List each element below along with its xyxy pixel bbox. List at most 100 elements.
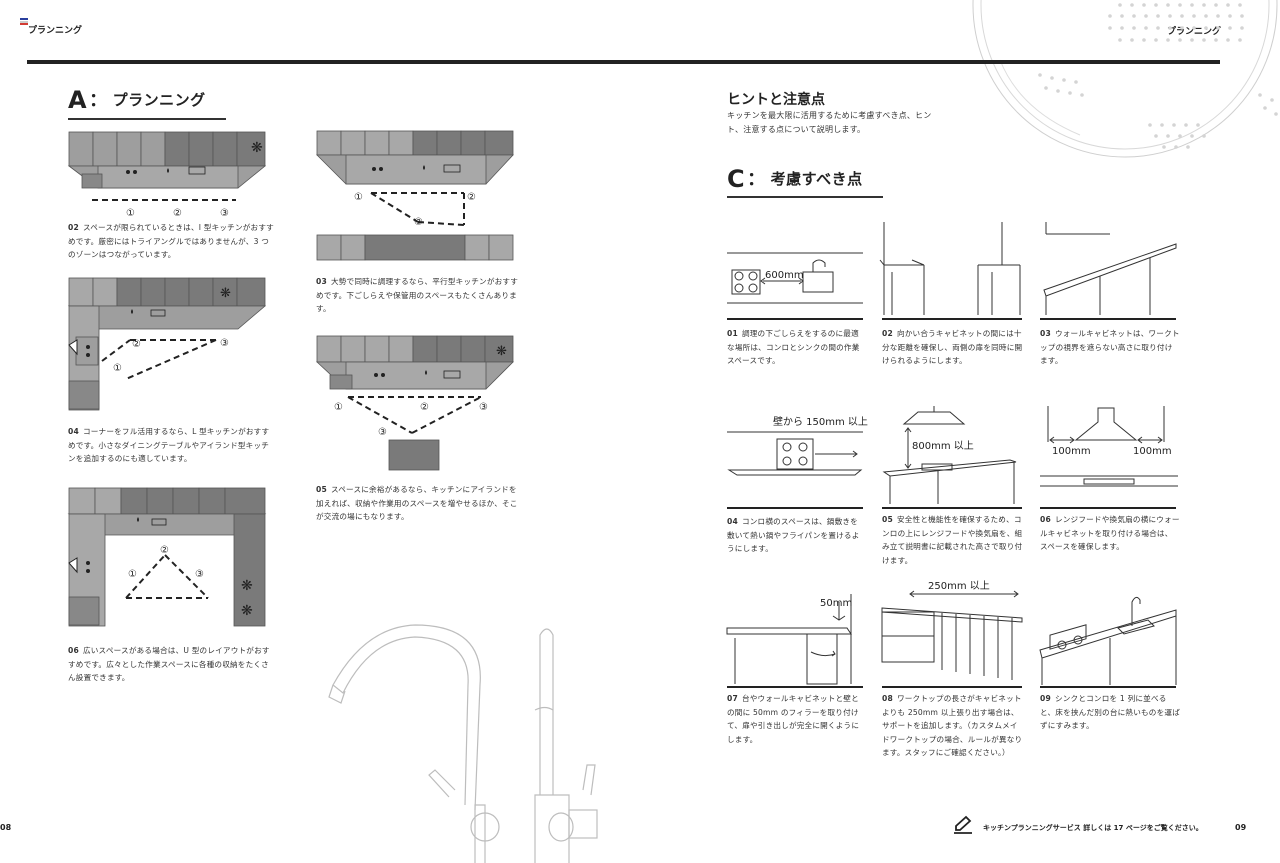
zone-mark-2: ②	[173, 208, 182, 219]
tip-05-illustration: 800mm 以上	[882, 406, 1017, 504]
zone-mark-2: ②	[467, 192, 476, 203]
zone-mark-1: ①	[334, 402, 343, 413]
caption-num: 02	[68, 223, 79, 232]
zone-mark-2: ②	[160, 545, 169, 556]
tip-rule	[1040, 318, 1176, 320]
section-title-text: プランニング	[112, 91, 206, 109]
zone-mark-3-island: ③	[378, 427, 387, 438]
tip-rule	[882, 318, 1022, 320]
zone-mark-3: ③	[220, 208, 229, 219]
caption-num: 04	[68, 427, 79, 436]
section-colon: ：	[89, 90, 108, 111]
tip-09-illustration	[1039, 596, 1177, 685]
tip-text: ウォールキャビネットは、ワークトップの視界を遮らない高さに取り付けます。	[1040, 329, 1180, 365]
parallel-kitchen-diagram: ① ② ③	[316, 130, 514, 261]
tip-num: 01	[727, 329, 738, 338]
svg-text:❋: ❋	[241, 578, 253, 594]
section-a-title: A：プランニング	[68, 86, 206, 114]
hint-title: ヒントと注意点	[727, 92, 825, 108]
tip-num: 07	[727, 694, 738, 703]
colander-illustration	[972, 0, 1278, 158]
tip-num: 04	[727, 517, 738, 526]
dim-label-right: 100mm	[1133, 446, 1172, 457]
section-c-underline	[727, 196, 883, 198]
caption-text: スペースに余裕があるなら、キッチンにアイランドを加えれば、収納や作業用のスペース…	[316, 485, 518, 521]
pencil-icon	[954, 815, 972, 834]
tip-rule	[1040, 507, 1176, 509]
l-kitchen-diagram: ❋ ① ② ③	[67, 277, 267, 411]
tip-text: 台やウォールキャビネットと壁との間に 50mm のフィラーを取り付けて、扉や引き…	[727, 694, 860, 744]
i-kitchen-diagram: ❋ ① ② ③	[67, 131, 267, 219]
page-number-left: 08	[0, 823, 12, 832]
service-link[interactable]: キッチンプランニングサービス 詳しくは 17 ページをご覧ください。	[983, 824, 1203, 832]
tip-rule	[727, 318, 863, 320]
caption-text: スペースが限られているときは、I 型キッチンがおすすめです。厳密にはトライアング…	[68, 223, 274, 259]
tip-num: 03	[1040, 329, 1051, 338]
section-letter: A	[68, 86, 88, 114]
tip-text: シンクとコンロを 1 列に並べると、床を挟んだ別の台に熱いものを運ばずにすみます…	[1040, 694, 1180, 730]
zone-mark-3: ③	[220, 338, 229, 349]
zone-mark-1: ①	[113, 363, 122, 374]
zone-mark-1: ①	[128, 569, 137, 580]
tip-rule	[1040, 686, 1176, 688]
caption-num: 06	[68, 646, 79, 655]
caption-num: 03	[316, 277, 327, 286]
svg-text:❋: ❋	[241, 603, 253, 619]
header-right-title: プランニング	[1167, 27, 1222, 37]
dim-label: 壁から 150mm 以上	[773, 415, 868, 428]
tip-text: 調理の下ごしらえをするのに最適な場所は、コンロとシンクの間の作業スペースです。	[727, 329, 860, 365]
tip-rule	[882, 507, 1022, 509]
tip-06-illustration: 100mm 100mm	[1040, 406, 1178, 487]
tip-num: 08	[882, 694, 893, 703]
tip-text: コンロ横のスペースは、鍋敷きを敷いて熱い鍋やフライパンを置けるようにします。	[727, 517, 860, 553]
tip-num: 06	[1040, 515, 1051, 524]
zone-mark-3: ③	[414, 217, 423, 228]
tip-01-illustration: 600mm	[727, 252, 863, 304]
zone-mark-3: ③	[479, 402, 488, 413]
zone-mark-2: ②	[420, 402, 429, 413]
tip-num: 05	[882, 515, 893, 524]
tip-text: ワークトップの長さがキャビネットよりも 250mm 以上張り出す場合は、サポート…	[882, 694, 1023, 757]
zone-mark-1: ①	[354, 192, 363, 203]
top-rule	[27, 60, 1220, 64]
hint-text: キッチンを最大限に活用するために考慮すべき点、ヒント、注意する点について説明しま…	[727, 111, 932, 134]
section-title-text: 考慮すべき点	[770, 170, 863, 188]
brand-flag-icon	[20, 18, 28, 25]
dim-label-left: 100mm	[1052, 446, 1091, 457]
caption-text: 大勢で同時に調理するなら、平行型キッチンがおすすめです。下ごしらえや保管用のスペ…	[316, 277, 519, 313]
u-kitchen-diagram: ❋ ❋ ① ② ③	[67, 487, 267, 627]
section-letter: C	[727, 165, 746, 193]
faucet-illustration	[328, 624, 598, 863]
tip-text: 向かい合うキャビネットの間には十分な距離を確保し、両側の扉を同時に開けられるよう…	[882, 329, 1023, 365]
dim-label: 800mm 以上	[912, 440, 974, 452]
tip-text: 安全性と機能性を確保するため、コンロの上にレンジフードや換気扇を、組み立て説明書…	[882, 515, 1023, 565]
tip-04-illustration: 壁から 150mm 以上	[727, 415, 868, 476]
tip-07-illustration: 50mm	[726, 594, 852, 685]
section-c-title: C：考慮すべき点	[727, 165, 863, 193]
tip-03-illustration	[1043, 222, 1177, 315]
zone-mark-1: ①	[126, 208, 135, 219]
tip-02-illustration	[879, 222, 1021, 315]
section-colon: ：	[747, 169, 766, 190]
dim-label: 250mm 以上	[928, 580, 990, 592]
caption-text: 広いスペースがある場合は、U 型のレイアウトがおすすめです。広々とした作業スペー…	[68, 646, 270, 682]
tip-rule	[727, 686, 863, 688]
svg-text:❋: ❋	[251, 140, 263, 156]
dim-label: 50mm	[820, 598, 852, 609]
zone-mark-3: ③	[195, 569, 204, 580]
zone-mark-2: ②	[132, 339, 141, 350]
island-kitchen-diagram: ❋ ① ② ③ ③	[315, 335, 514, 471]
svg-text:❋: ❋	[220, 286, 231, 301]
